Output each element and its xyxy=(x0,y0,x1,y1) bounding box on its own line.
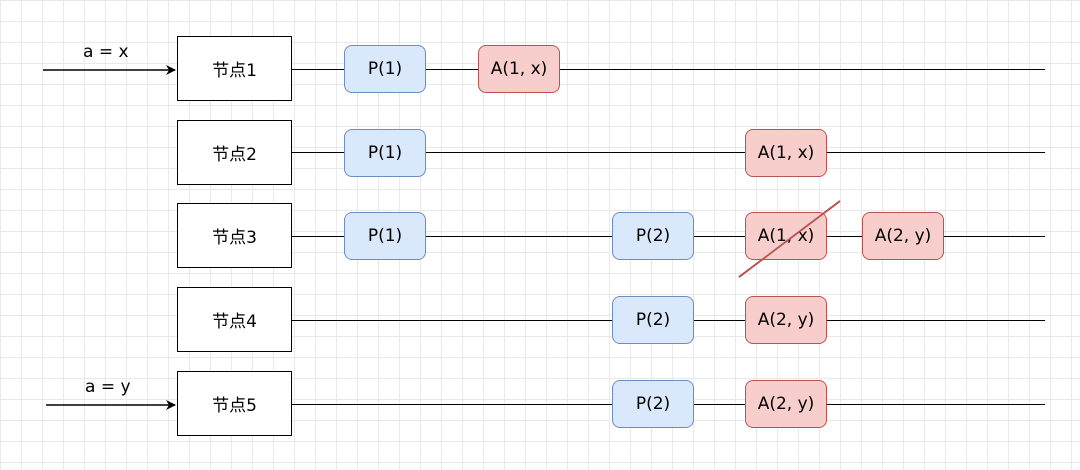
prepare-p1-node3: P(1) xyxy=(344,212,426,260)
accept-a2y-node3: A(2, y) xyxy=(862,212,944,260)
node-3: 节点3 xyxy=(177,203,292,268)
node-2: 节点2 xyxy=(177,120,292,185)
accept-a1x-node3-rejected: A(1, x) xyxy=(745,212,827,260)
node-1: 节点1 xyxy=(177,36,292,101)
input-label-a-equals-y: a = y xyxy=(85,377,131,397)
timeline-node2 xyxy=(292,152,1045,153)
prepare-p2-node4: P(2) xyxy=(612,296,694,344)
accept-a1x-node1: A(1, x) xyxy=(478,45,560,93)
accept-a2y-node5: A(2, y) xyxy=(745,380,827,428)
node-4: 节点4 xyxy=(177,287,292,352)
accept-a2y-node4: A(2, y) xyxy=(745,296,827,344)
prepare-p1-node2: P(1) xyxy=(344,129,426,177)
prepare-p2-node5: P(2) xyxy=(612,380,694,428)
accept-a1x-node2: A(1, x) xyxy=(745,129,827,177)
input-label-a-equals-x: a = x xyxy=(83,42,129,62)
prepare-p1-node1: P(1) xyxy=(344,45,426,93)
prepare-p2-node3: P(2) xyxy=(612,212,694,260)
timeline-node1 xyxy=(292,69,1045,70)
node-5: 节点5 xyxy=(177,371,292,436)
